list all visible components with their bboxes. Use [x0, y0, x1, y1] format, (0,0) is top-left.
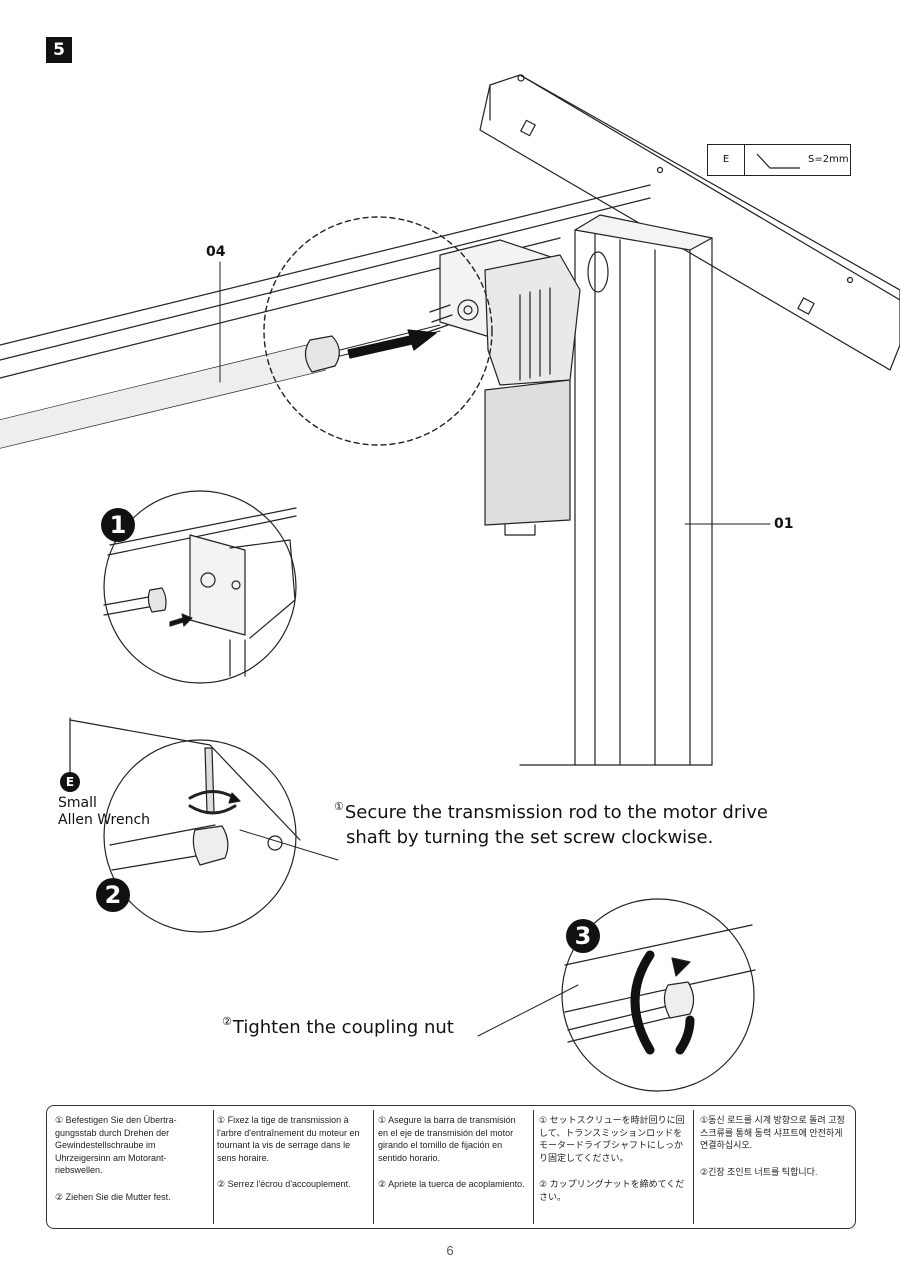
instruction-2-marker: ② [222, 1015, 232, 1028]
detail-2-drawing [69, 717, 339, 933]
step-number-badge: 5 [46, 37, 72, 63]
detail-number-2: 2 [96, 878, 130, 912]
tool-letter: E [708, 145, 745, 175]
translations-box: ① Befestigen Sie den Übertra-gungsstab d… [46, 1105, 856, 1229]
instruction-2-text: Tighten the coupling nut [232, 1017, 454, 1038]
instruction-1-marker: ① [334, 800, 344, 813]
detail-1-drawing [103, 490, 297, 684]
wrench-label-line1: Small [58, 795, 97, 811]
motor-drawing [427, 239, 581, 536]
instruction-1: ①Secure the transmission rod to the moto… [334, 800, 768, 850]
instruction-1-line2: shaft by turning the set screw clockwise… [346, 827, 714, 848]
detail-number-1: 1 [101, 508, 135, 542]
tool-letter-badge: E [60, 772, 80, 792]
part-label-leg: 01 [774, 516, 794, 532]
tool-size: S=2mm [808, 154, 849, 165]
instruction-2: ②Tighten the coupling nut [222, 1015, 454, 1040]
translation-fr-step2: ② Serrez l'écrou d'accouplement. [217, 1179, 351, 1189]
column-divider [213, 1110, 214, 1224]
translation-ja-step1: ① セットスクリューを時計回りに回して、トランスミッションロッドをモータードライ… [539, 1115, 685, 1163]
translation-es-step1: ① Asegure la barra de transmisión en el … [378, 1115, 516, 1163]
column-divider [533, 1110, 534, 1224]
translation-column-fr: ① Fixez la tige de transmission à l'arbr… [217, 1114, 367, 1220]
translation-ja-step2: ② カップリングナットを締めてください。 [539, 1179, 685, 1202]
translation-column-de: ① Befestigen Sie den Übertra-gungsstab d… [55, 1114, 205, 1220]
translation-ko-step1: ①동신 로드를 시계 방향으로 돌려 고정 스크류를 통해 동력 샤프트에 안전… [700, 1115, 845, 1150]
instruction-1-line1: Secure the transmission rod to the motor… [344, 802, 768, 823]
detail-3-drawing [477, 898, 756, 1092]
translation-column-ja: ① セットスクリューを時計回りに回して、トランスミッションロッドをモータードライ… [539, 1114, 689, 1220]
column-divider [693, 1110, 694, 1224]
translation-es-step2: ② Apriete la tuerca de acoplamiento. [378, 1179, 525, 1189]
translation-fr-step1: ① Fixez la tige de transmission à l'arbr… [217, 1115, 360, 1163]
page-number: 6 [446, 1243, 454, 1258]
translation-column-ko: ①동신 로드를 시계 방향으로 돌려 고정 스크류를 통해 동력 샤프트에 안전… [700, 1114, 850, 1220]
translation-de-step1: ① Befestigen Sie den Übertra-gungsstab d… [55, 1115, 177, 1175]
top-bracket-drawing [479, 74, 900, 371]
translation-ko-step2: ②긴장 조인트 너트를 틱합니다. [700, 1166, 818, 1177]
zoom-circle [263, 216, 493, 446]
detail-number-3: 3 [566, 919, 600, 953]
part-label-rod: 04 [206, 244, 226, 260]
assembly-illustration [0, 74, 900, 1092]
wrench-label: Small Allen Wrench [58, 795, 150, 829]
translation-column-es: ① Asegure la barra de transmisión en el … [378, 1114, 528, 1220]
tool-legend-box: E S=2mm [707, 144, 851, 176]
column-divider [373, 1110, 374, 1224]
wrench-label-line2: Allen Wrench [58, 812, 151, 828]
allen-wrench-icon [756, 153, 800, 169]
translation-de-step2: ② Ziehen Sie die Mutter fest. [55, 1191, 171, 1202]
push-arrow-drawing [347, 329, 437, 359]
